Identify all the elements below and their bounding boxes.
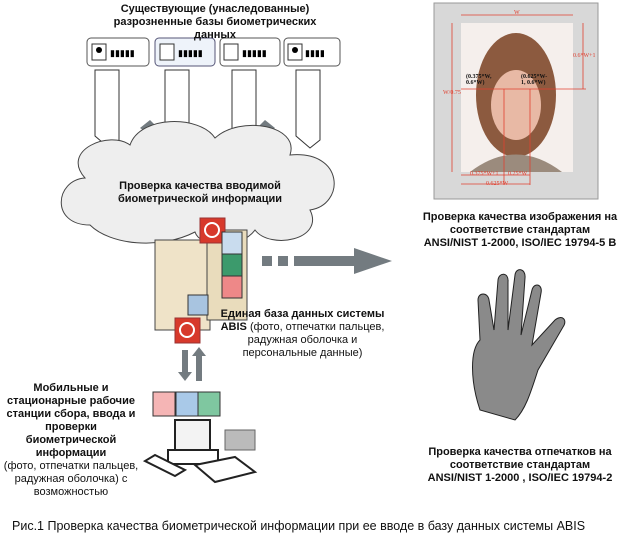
face-photo-standard — [433, 2, 599, 200]
legacy-databases: ▮▮▮▮▮ ▮▮▮▮▮ ▮▮▮▮▮ ▮▮▮▮ — [86, 37, 341, 149]
legacy-db-title: Существующие (унаследованные)разрозненны… — [113, 3, 317, 41]
svg-text:▮▮▮▮▮: ▮▮▮▮▮ — [110, 48, 135, 58]
palm-print-image — [472, 269, 566, 421]
workstation-icon — [142, 391, 258, 484]
dashed-arrow-right — [262, 248, 392, 274]
figure-caption: Рис.1 Проверка качества биометрической и… — [12, 519, 586, 533]
svg-text:▮▮▮▮: ▮▮▮▮ — [305, 48, 325, 58]
database-card-4: ▮▮▮▮ — [283, 37, 341, 67]
svg-text:▮▮▮▮▮: ▮▮▮▮▮ — [242, 48, 267, 58]
server-icon — [154, 217, 248, 344]
database-card-1: ▮▮▮▮▮ — [86, 37, 150, 67]
bidirectional-arrows — [178, 347, 206, 381]
database-card-3: ▮▮▮▮▮ — [219, 37, 281, 67]
svg-text:▮▮▮▮▮: ▮▮▮▮▮ — [178, 48, 203, 58]
database-card-2: ▮▮▮▮▮ — [154, 37, 216, 67]
